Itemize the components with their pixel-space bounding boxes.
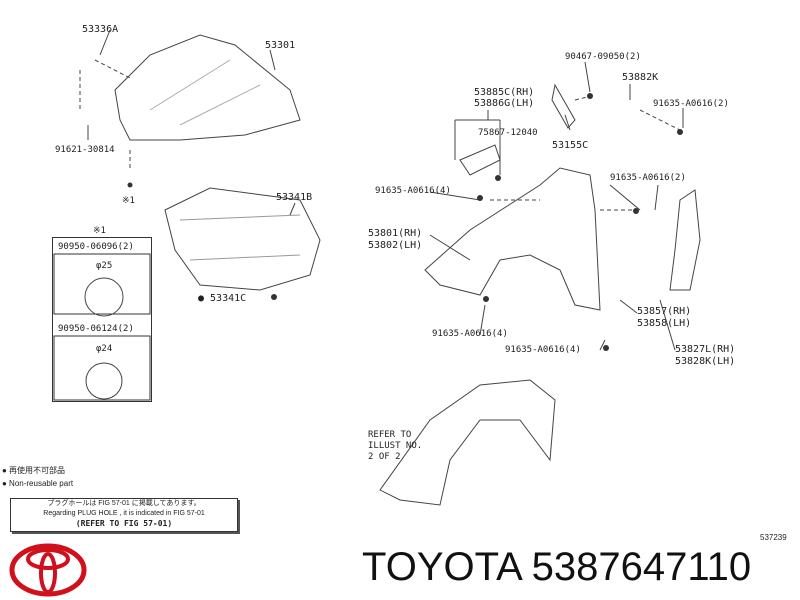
label-53827L: 53827L(RH) — [675, 344, 736, 355]
refer-line2: ILLUST NO. — [368, 441, 423, 451]
refer-line1: REFER TO — [368, 430, 412, 440]
toyota-logo — [9, 543, 87, 597]
label-53336A: 53336A — [82, 24, 119, 35]
label-53801: 53801(RH) — [368, 228, 423, 239]
label-90467: 90467-09050(2) — [565, 52, 641, 62]
fender-protector — [669, 189, 701, 291]
legend-en: ● Non-reusable part — [2, 479, 74, 488]
label-53828K: 53828K(LH) — [675, 356, 736, 367]
label-53301: 53301 — [265, 40, 296, 51]
label-ref1-a: ※1 — [122, 196, 135, 206]
note-ref: (REFER TO FIG 57-01) — [75, 519, 173, 528]
part-title: TOYOTA 5387647110 — [362, 545, 752, 589]
label-75867: 75867-12040 — [478, 128, 538, 138]
label-bolt-c: 91635-A0616(2) — [610, 173, 686, 183]
label-53857: 53857(RH) — [637, 306, 692, 317]
label-53341C: ● 53341C — [198, 293, 247, 304]
label-plug2: 90950-06124(2) — [58, 324, 134, 334]
fender — [424, 167, 601, 311]
label-53882K: 53882K — [622, 72, 659, 83]
note-jp: プラグホールは FIG 57-01 に掲載してあります。 — [47, 500, 201, 507]
label-plug2-dia: φ24 — [96, 344, 113, 354]
fender-liner — [379, 379, 556, 506]
label-53341B: 53341B — [276, 192, 313, 203]
hood — [114, 34, 301, 141]
label-53858: 53858(LH) — [637, 318, 692, 329]
label-bolt-e: 91635-A0616(4) — [505, 345, 581, 355]
label-plug1: 90950-06096(2) — [58, 242, 134, 252]
refer-line3: 2 OF 2 — [368, 452, 401, 462]
plug-hole-note: プラグホールは FIG 57-01 に掲載してあります。 Regarding P… — [10, 498, 238, 532]
note-en: Regarding PLUG HOLE , it is indicated in… — [43, 510, 205, 517]
label-plug1-dia: φ25 — [96, 261, 113, 271]
label-53802: 53802(LH) — [368, 240, 423, 251]
label-53155C: 53155C — [552, 140, 589, 151]
fastener-glyphs — [127, 93, 683, 351]
hood-insulator — [164, 187, 321, 291]
legend-jp: ● 再使用不可部品 — [2, 466, 66, 475]
plug-box — [52, 237, 152, 402]
label-ref1-b: ※1 — [93, 226, 106, 236]
diagram-id: 537239 — [760, 533, 787, 542]
label-91621: 91621-30814 — [55, 145, 115, 155]
label-bolt-b: 91635-A0616(4) — [375, 186, 451, 196]
label-bolt-d: 91635-A0616(4) — [432, 329, 508, 339]
label-53886G: 53886G(LH) — [474, 98, 535, 109]
label-53885C: 53885C(RH) — [474, 87, 535, 98]
label-bolt-a: 91635-A0616(2) — [653, 99, 729, 109]
